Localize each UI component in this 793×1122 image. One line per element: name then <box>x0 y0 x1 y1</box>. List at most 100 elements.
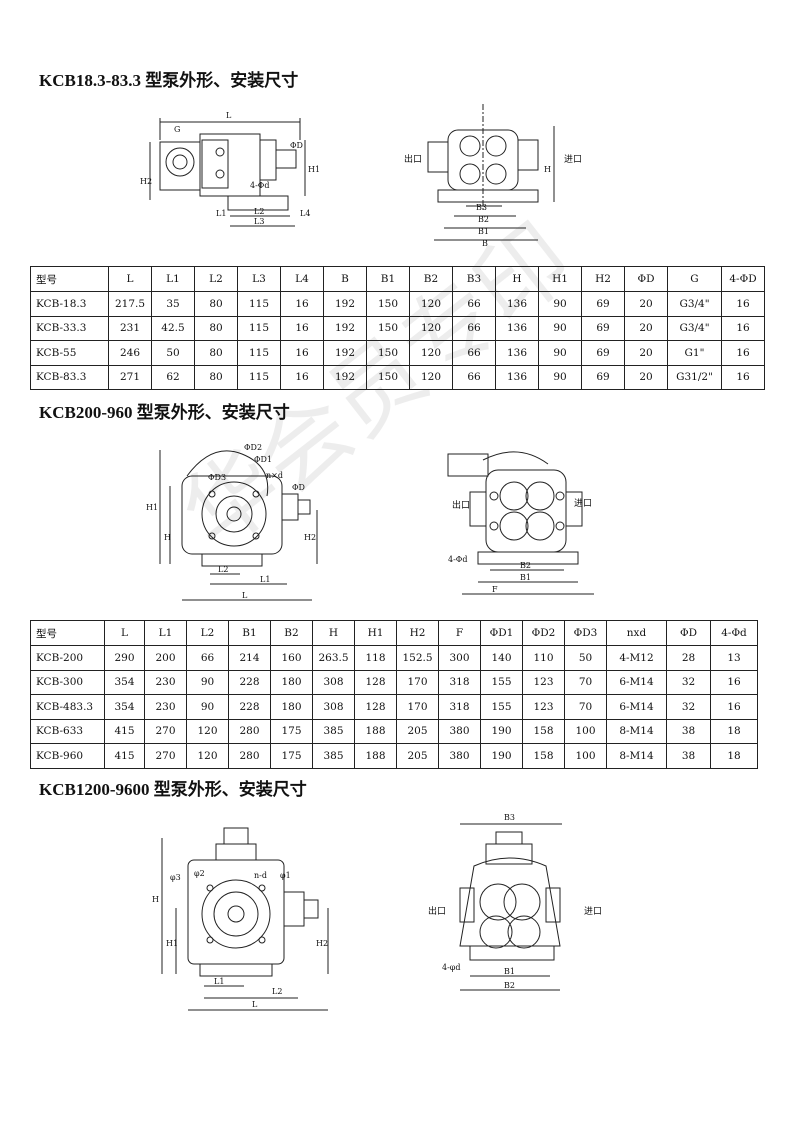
table-header-cell: 型号 <box>30 620 105 646</box>
table-cell: 13 <box>710 645 758 671</box>
table-header-cell: nxd <box>606 620 667 646</box>
table-cell: 90 <box>538 315 582 341</box>
table-cell: 270 <box>144 718 187 744</box>
table-cell: 20 <box>624 364 668 390</box>
label-L1: L1 <box>260 575 270 584</box>
label-4-phid: 4-Φd <box>250 181 269 190</box>
table-cell: 271 <box>108 364 152 390</box>
table-cell: 155 <box>480 694 523 720</box>
label-nxd: n×d <box>266 471 283 480</box>
table-cell: 150 <box>366 340 410 366</box>
table-cell: 158 <box>522 718 565 744</box>
table-row: KCB-83.3 271 62 80 115 16 192 150 120 66… <box>30 364 765 390</box>
table-header-cell: H2 <box>396 620 439 646</box>
table-cell: 90 <box>538 291 582 317</box>
table-cell: 50 <box>564 645 607 671</box>
table-header-cell: ΦD <box>666 620 711 646</box>
table-cell: 80 <box>194 315 238 341</box>
label-H2: H2 <box>304 533 316 542</box>
table-cell: 308 <box>312 669 355 695</box>
table-cell: 280 <box>228 743 271 769</box>
table-cell: 50 <box>151 340 195 366</box>
table-cell: 192 <box>323 364 367 390</box>
table-cell: 150 <box>366 315 410 341</box>
table-cell: 16 <box>721 315 765 341</box>
table-cell: 152.5 <box>396 645 439 671</box>
table-cell: KCB-18.3 <box>30 291 109 317</box>
label-B1: B1 <box>478 227 489 236</box>
table-cell: 140 <box>480 645 523 671</box>
table-cell: 38 <box>666 743 711 769</box>
table-cell: 136 <box>495 291 539 317</box>
table-cell: 100 <box>564 743 607 769</box>
table-row: KCB-300 354 230 90 228 180 308 128 170 3… <box>30 669 758 695</box>
table-row: KCB-483.3 354 230 90 228 180 308 128 170… <box>30 694 758 720</box>
table-cell: 69 <box>581 340 625 366</box>
section-1-title: KCB18.3-83.3 型泵外形、安装尺寸 <box>39 71 299 90</box>
table-cell: 380 <box>438 743 481 769</box>
table-cell: 8-M14 <box>606 718 667 744</box>
table-cell: 150 <box>366 291 410 317</box>
table-header-cell: 型号 <box>30 266 109 292</box>
table-cell: 66 <box>452 291 496 317</box>
table-cell: 300 <box>438 645 481 671</box>
table-cell: KCB-83.3 <box>30 364 109 390</box>
table-cell: 66 <box>452 340 496 366</box>
table-cell: 16 <box>280 340 324 366</box>
section-2-title: KCB200-960 型泵外形、安装尺寸 <box>39 403 290 422</box>
table-header-cell: ΦD <box>624 266 668 292</box>
label-L4: L4 <box>300 209 310 218</box>
table-cell: 120 <box>409 291 453 317</box>
table-cell: 20 <box>624 340 668 366</box>
table-row: KCB-33.3 231 42.5 80 115 16 192 150 120 … <box>30 315 765 341</box>
table-cell: 115 <box>237 340 281 366</box>
table-cell: 308 <box>312 694 355 720</box>
table-cell: 16 <box>710 694 758 720</box>
table-cell: 80 <box>194 340 238 366</box>
table-cell: 230 <box>144 669 187 695</box>
table-cell: 192 <box>323 291 367 317</box>
label-L: L <box>226 111 232 120</box>
table-cell: 150 <box>366 364 410 390</box>
table-cell: 18 <box>710 718 758 744</box>
label-G: G <box>174 125 180 134</box>
table-cell: G1" <box>667 340 722 366</box>
table-cell: KCB-300 <box>30 669 105 695</box>
table-row: KCB-960 415 270 120 280 175 385 188 205 … <box>30 743 758 769</box>
label-L: L <box>252 1000 258 1009</box>
table-cell: G3/4" <box>667 315 722 341</box>
table-cell: 70 <box>564 694 607 720</box>
table-header-cell: L2 <box>186 620 229 646</box>
section-2-side-view-drawing: ΦD2 ΦD1 ΦD3 n×d H1 H ΦD H2 L2 L1 L <box>142 436 332 608</box>
table-cell: 136 <box>495 364 539 390</box>
table-cell: 120 <box>186 743 229 769</box>
table-cell: 123 <box>522 694 565 720</box>
table-header-cell: L1 <box>144 620 187 646</box>
label-L: L <box>242 591 248 600</box>
table-cell: 100 <box>564 718 607 744</box>
label-inlet: 进口 <box>584 906 602 917</box>
label-H2: H2 <box>316 939 328 948</box>
table-cell: 280 <box>228 718 271 744</box>
table-cell: 318 <box>438 694 481 720</box>
table-cell: 128 <box>354 669 397 695</box>
label-B1: B1 <box>504 967 515 976</box>
table-row: KCB-18.3 217.5 35 80 115 16 192 150 120 … <box>30 291 765 317</box>
table-cell: 35 <box>151 291 195 317</box>
table-cell: 38 <box>666 718 711 744</box>
label-n-d: n-d <box>254 871 267 880</box>
table-header-cell: ΦD2 <box>522 620 565 646</box>
table-header-cell: B <box>323 266 367 292</box>
table-cell: 120 <box>409 315 453 341</box>
table-header-cell: H1 <box>538 266 582 292</box>
table-header-cell: G <box>667 266 722 292</box>
table-cell: 62 <box>151 364 195 390</box>
table-header-cell: F <box>438 620 481 646</box>
label-B3: B3 <box>476 203 487 212</box>
table-cell: 180 <box>270 694 313 720</box>
section-1-side-view-drawing: L G ΦD H1 H2 4-Φd L1 L2 L3 L4 <box>140 100 330 240</box>
table-cell: 8-M14 <box>606 743 667 769</box>
table-header-cell: H <box>312 620 355 646</box>
label-phi1: φ1 <box>280 871 291 880</box>
table-header-row: 型号 L L1 L2 B1 B2 H H1 H2 F ΦD1 ΦD2 ΦD3 n… <box>30 620 758 646</box>
